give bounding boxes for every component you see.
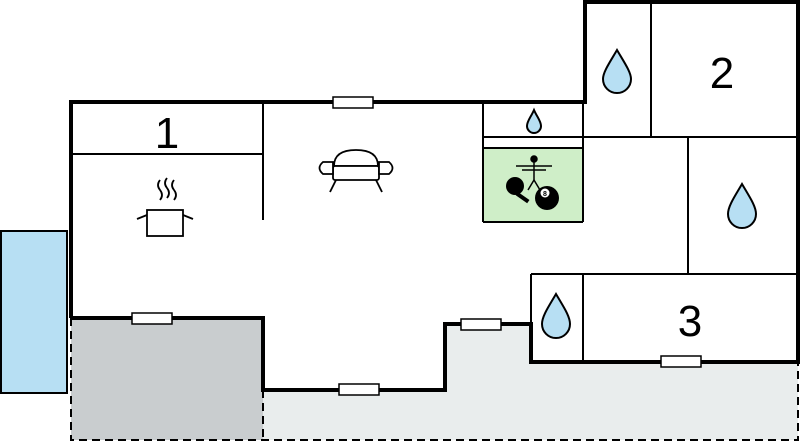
billiard-ball-icon: 8 (535, 186, 559, 210)
table-tennis-icon (506, 177, 530, 204)
window (460, 318, 502, 331)
window (131, 312, 173, 325)
window (332, 96, 374, 109)
pool (0, 230, 68, 394)
cooking-pot-icon (136, 177, 194, 237)
window (660, 355, 702, 368)
billiard-ball-number: 8 (543, 191, 547, 198)
room-number-2: 2 (710, 49, 734, 98)
water-drop-icon (601, 48, 633, 94)
exterior-walls (69, 0, 800, 392)
terrace-open (263, 324, 798, 440)
water-drop-icon (726, 182, 758, 229)
terrace-covered (71, 318, 263, 440)
water-drop-icon (525, 107, 543, 134)
table-football-icon (516, 155, 552, 191)
window (338, 383, 380, 396)
room-number-1: 1 (155, 109, 179, 158)
water-drop-icon (540, 292, 572, 339)
sofa-icon (318, 149, 394, 193)
room-number-3: 3 (678, 297, 702, 346)
terrace-outline (70, 318, 799, 441)
